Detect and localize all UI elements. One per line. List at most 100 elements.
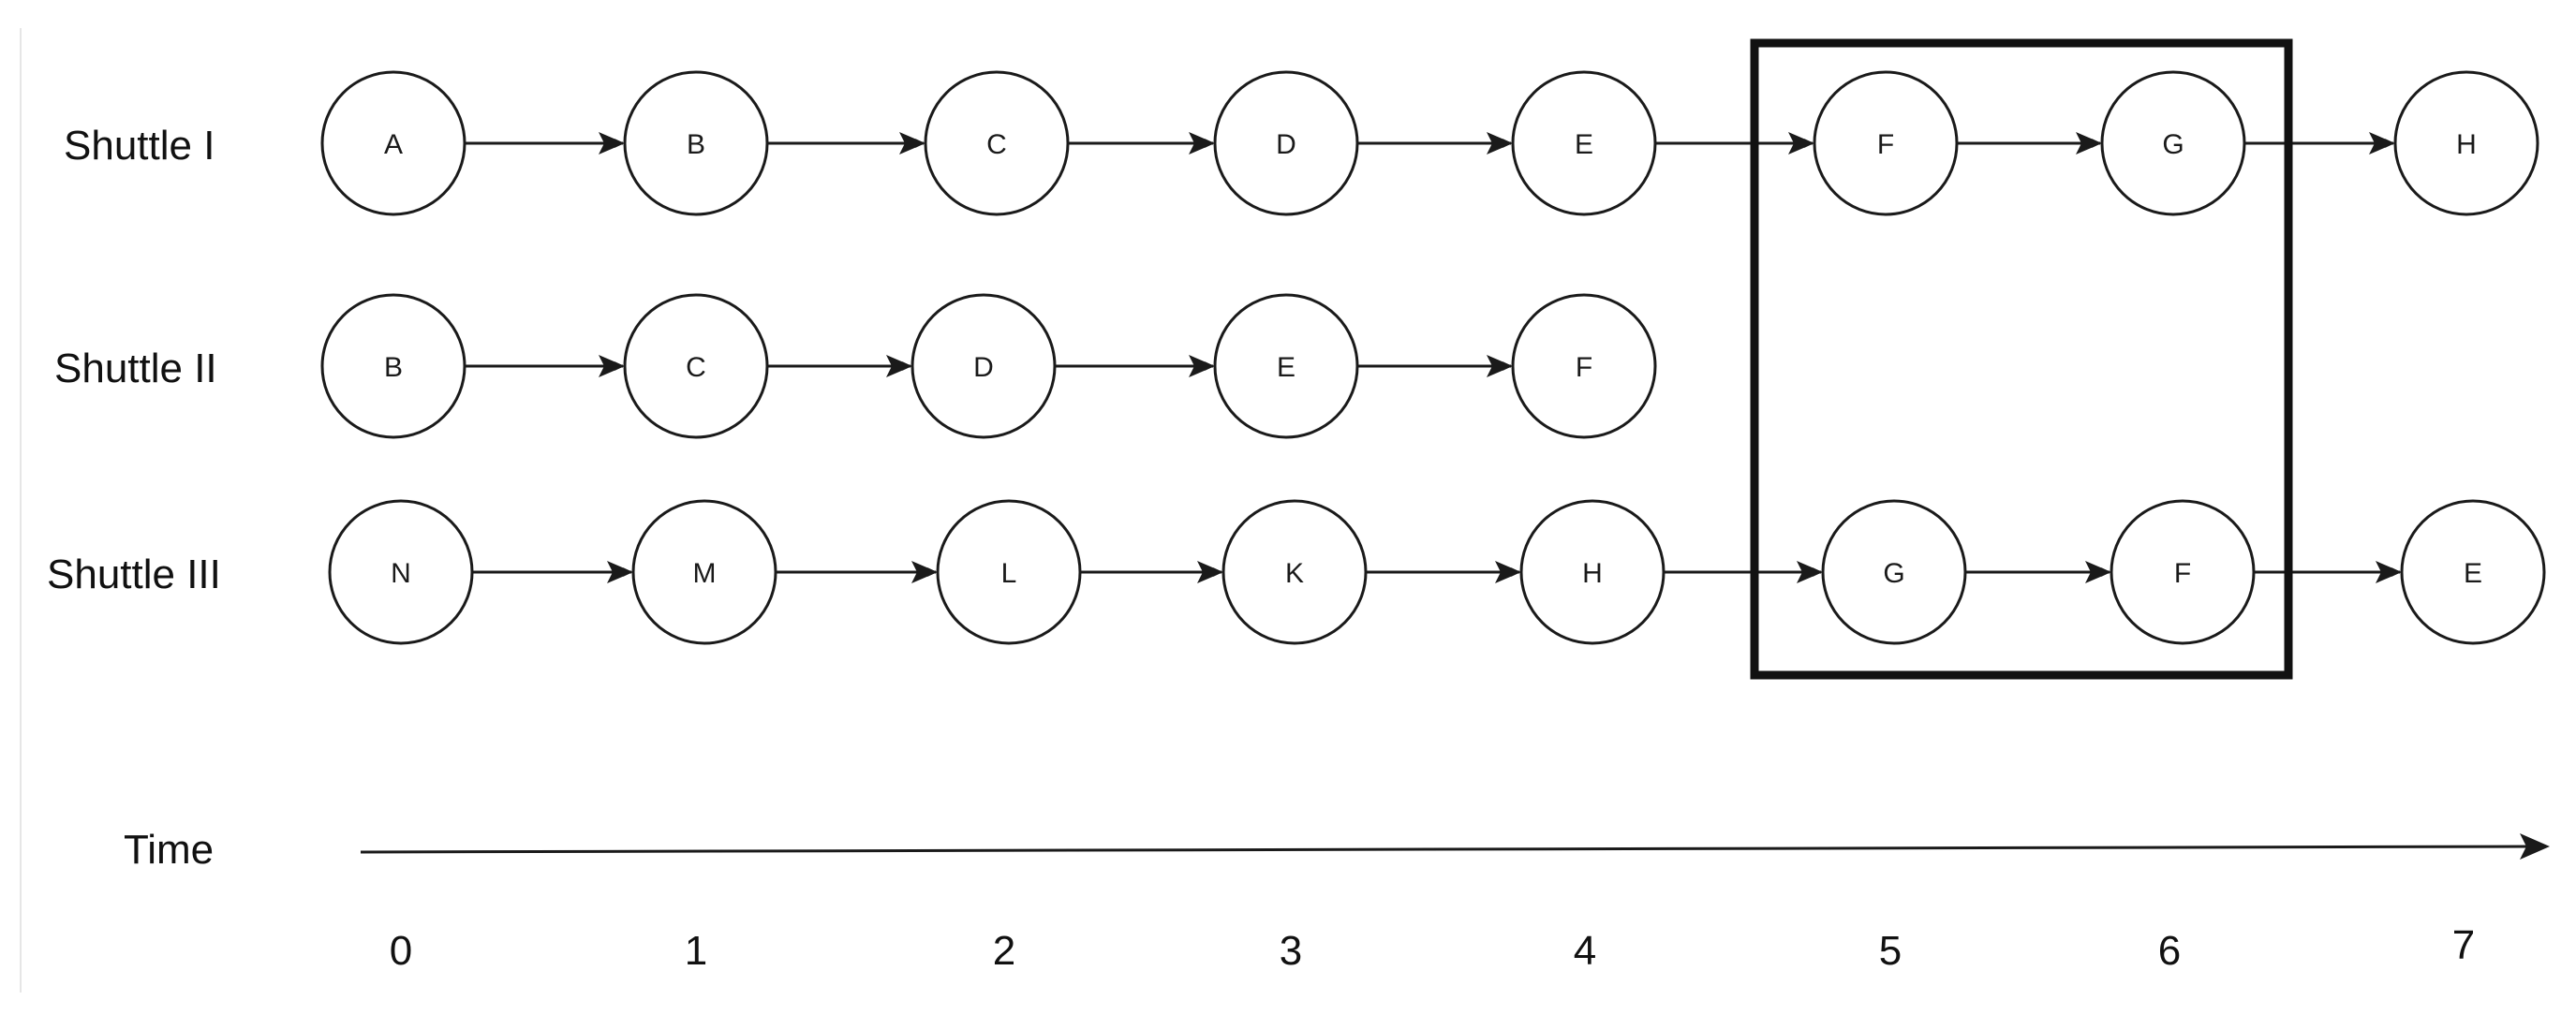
transition-arrowhead xyxy=(1189,132,1215,154)
station-node: H xyxy=(1519,499,1666,645)
station-node: F xyxy=(1511,293,1657,439)
station-node-circle xyxy=(1511,70,1657,216)
station-node-label: D xyxy=(1276,129,1296,160)
station-node-label: D xyxy=(973,352,994,383)
station-node-label: H xyxy=(1582,558,1603,589)
station-node-circle xyxy=(2110,499,2256,645)
transition-arrowhead xyxy=(886,355,912,377)
transition-arrowhead xyxy=(911,561,938,583)
time-tick-label: 3 xyxy=(1280,928,1302,974)
station-node: M xyxy=(631,499,777,645)
transition-arrowhead xyxy=(1797,561,1823,583)
station-node-circle xyxy=(936,499,1082,645)
nodes-layer: A B C D E F G H B C D E F N M L K H G F E xyxy=(320,70,2546,645)
transition-arrowhead xyxy=(899,132,925,154)
time-tick-label: 6 xyxy=(2158,928,2181,974)
station-node-label: B xyxy=(687,129,705,160)
station-node-circle xyxy=(1213,293,1359,439)
time-tick-label: 1 xyxy=(685,928,707,974)
station-node: D xyxy=(1213,70,1359,216)
time-tick-label: 2 xyxy=(993,928,1015,974)
station-node-label: K xyxy=(1285,558,1304,589)
station-node-label: B xyxy=(384,352,403,383)
station-node: F xyxy=(2110,499,2256,645)
station-node-circle xyxy=(1511,293,1657,439)
station-node: G xyxy=(2100,70,2246,216)
station-node: F xyxy=(1813,70,1959,216)
station-node: C xyxy=(924,70,1070,216)
station-node: L xyxy=(936,499,1082,645)
transition-arrowhead xyxy=(599,132,625,154)
transition-arrowhead xyxy=(1788,132,1814,154)
station-node-circle xyxy=(328,499,474,645)
station-node: E xyxy=(1213,293,1359,439)
station-node-label: F xyxy=(1576,352,1592,383)
time-axis-arrowhead xyxy=(2520,833,2550,860)
station-node-circle xyxy=(623,293,769,439)
time-tick-label: 0 xyxy=(390,928,412,974)
station-node-circle xyxy=(1813,70,1959,216)
row-label-shuttle-2: Shuttle II xyxy=(54,346,217,391)
time-tick-label: 4 xyxy=(1574,928,1596,974)
time-axis-line xyxy=(360,845,2535,854)
transition-arrowhead xyxy=(607,561,633,583)
station-node: H xyxy=(2393,70,2539,216)
transition-arrowhead xyxy=(2076,132,2102,154)
station-node-circle xyxy=(2393,70,2539,216)
station-node-circle xyxy=(320,70,466,216)
station-node-circle xyxy=(1821,499,1967,645)
station-node-circle xyxy=(910,293,1057,439)
transition-arrowhead xyxy=(1495,561,1521,583)
station-node-label: E xyxy=(1277,352,1295,383)
transition-arrowhead xyxy=(2085,561,2111,583)
transition-arrowhead xyxy=(1189,355,1215,377)
edges-layer xyxy=(465,132,2402,583)
time-ticks-layer: 0 1 2 3 4 5 6 7 xyxy=(390,922,2475,974)
transition-arrowhead xyxy=(2369,132,2395,154)
time-tick-label: 7 xyxy=(2452,922,2475,968)
station-node-label: A xyxy=(384,129,403,160)
station-node-circle xyxy=(2400,499,2546,645)
transition-arrowhead xyxy=(1197,561,1223,583)
station-node: B xyxy=(320,293,466,439)
station-node: D xyxy=(910,293,1057,439)
time-axis-label: Time xyxy=(124,827,214,873)
row-label-shuttle-3: Shuttle III xyxy=(47,552,221,597)
station-node-label: H xyxy=(2456,129,2477,160)
station-node-label: N xyxy=(391,558,411,589)
station-node: K xyxy=(1221,499,1368,645)
station-node: E xyxy=(1511,70,1657,216)
station-node-circle xyxy=(623,70,769,216)
station-node-label: G xyxy=(2162,129,2184,160)
station-node: B xyxy=(623,70,769,216)
station-node-label: C xyxy=(986,129,1007,160)
station-node: E xyxy=(2400,499,2546,645)
station-node-label: E xyxy=(1575,129,1593,160)
station-node: C xyxy=(623,293,769,439)
station-node-circle xyxy=(1213,70,1359,216)
transition-arrowhead xyxy=(1487,355,1513,377)
row-label-shuttle-1: Shuttle I xyxy=(64,123,215,169)
highlight-box xyxy=(1750,38,2293,680)
station-node: G xyxy=(1821,499,1967,645)
transition-arrowhead xyxy=(599,355,625,377)
station-node-circle xyxy=(1519,499,1666,645)
transition-arrowhead xyxy=(1487,132,1513,154)
station-node-label: M xyxy=(693,558,717,589)
station-node-label: E xyxy=(2464,558,2482,589)
station-node-label: G xyxy=(1883,558,1904,589)
station-node-label: L xyxy=(1001,558,1017,589)
station-node-circle xyxy=(2100,70,2246,216)
station-node-circle xyxy=(631,499,777,645)
station-node: N xyxy=(328,499,474,645)
station-node: A xyxy=(320,70,466,216)
station-node-label: C xyxy=(686,352,706,383)
station-node-circle xyxy=(924,70,1070,216)
time-tick-label: 5 xyxy=(1879,928,1902,974)
station-node-label: F xyxy=(1877,129,1894,160)
station-node-label: F xyxy=(2174,558,2191,589)
transition-arrowhead xyxy=(2376,561,2402,583)
station-node-circle xyxy=(1221,499,1368,645)
station-node-circle xyxy=(320,293,466,439)
